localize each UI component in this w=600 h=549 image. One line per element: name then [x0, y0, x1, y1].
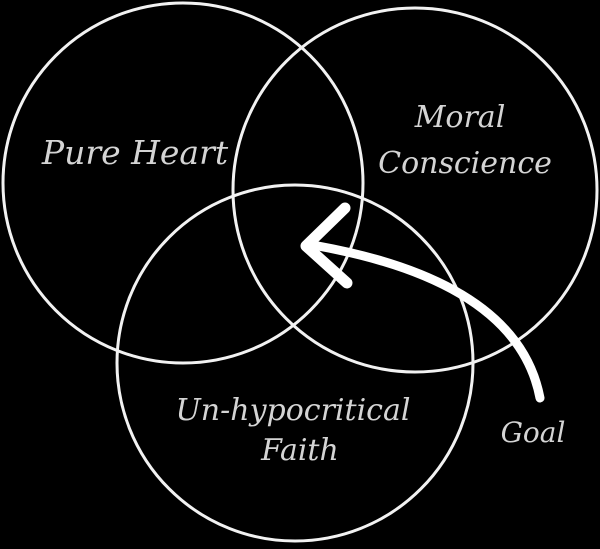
circle-moral-conscience	[231, 6, 599, 374]
goal-arrow-shaft	[313, 241, 545, 403]
circle-pure-heart	[1, 1, 365, 365]
circle-unhypocritical-faith	[115, 183, 475, 543]
label-goal: Goal	[501, 416, 566, 449]
label-moral: Moral	[414, 100, 506, 135]
label-pure-heart: Pure Heart	[41, 133, 229, 172]
goal-arrow	[300, 202, 545, 403]
label-unhypocritical: Un-hypocritical	[176, 393, 411, 428]
label-faith: Faith	[260, 433, 339, 468]
label-conscience: Conscience	[378, 146, 552, 181]
goal-arrow-head	[300, 202, 353, 289]
